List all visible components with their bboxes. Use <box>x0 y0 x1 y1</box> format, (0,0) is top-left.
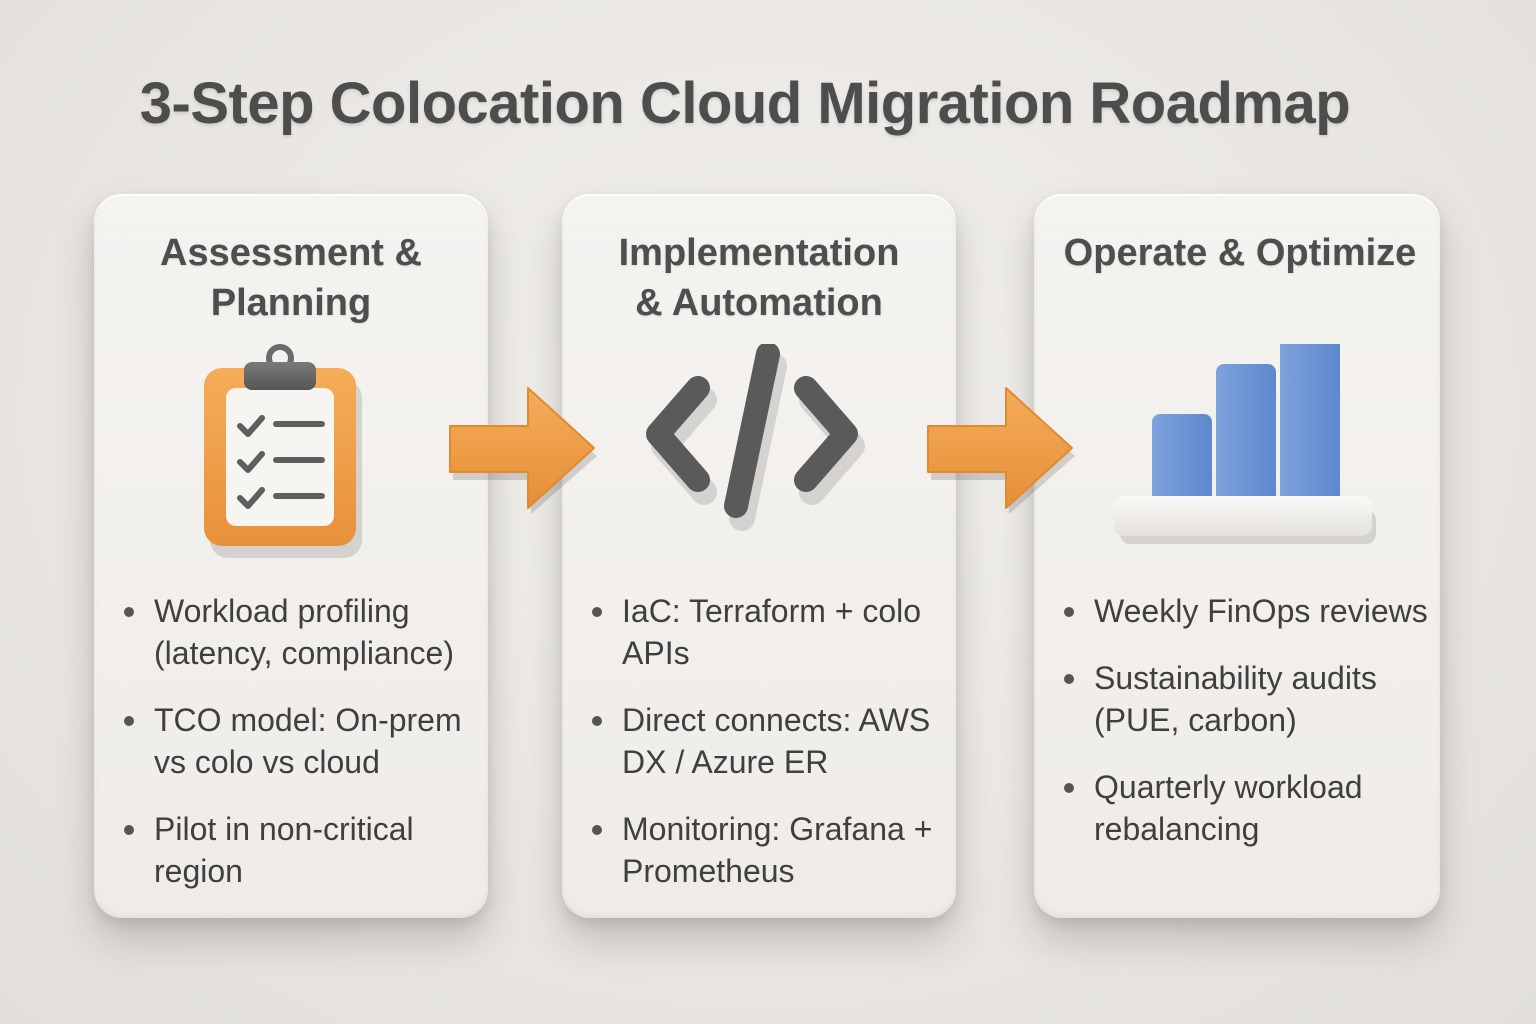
step-title: Assessment & Planning <box>160 232 422 324</box>
bar-chart-icon <box>1034 344 1440 584</box>
page-title: 3-Step Colocation Cloud Migration Roadma… <box>139 71 1351 136</box>
list-item: Workload profiling (latency, compliance) <box>124 590 478 674</box>
list-item: IaC: Terraform + colo APIs <box>592 590 946 674</box>
step-title: Implementation & Automation <box>618 232 900 324</box>
list-item: Weekly FinOps reviews <box>1064 590 1430 632</box>
clipboard-checklist-icon <box>94 344 488 584</box>
list-item: Sustainability audits (PUE, carbon) <box>1064 657 1430 741</box>
arrow-right-icon <box>444 378 604 523</box>
step-title: Operate & Optimize <box>1063 232 1417 274</box>
step-bullets: Weekly FinOps reviews Sustainability aud… <box>1064 590 1430 875</box>
list-item: Pilot in non-critical region <box>124 808 478 892</box>
step-bullets: IaC: Terraform + colo APIs Direct connec… <box>592 590 946 917</box>
step-card-operate: Operate & Optimize Weekly F <box>1034 194 1440 918</box>
list-item: Quarterly workload rebalancing <box>1064 766 1430 850</box>
list-item: Direct connects: AWS DX / Azure ER <box>592 699 946 783</box>
arrow-right-icon <box>922 378 1082 523</box>
list-item: TCO model: On-prem vs colo vs cloud <box>124 699 478 783</box>
code-brackets-icon <box>562 344 956 584</box>
step-card-implementation: Implementation & Automation IaC: Terrafo… <box>562 194 956 918</box>
step-card-assessment: Assessment & Planning <box>94 194 488 918</box>
list-item: Monitoring: Grafana + Prometheus <box>592 808 946 892</box>
step-bullets: Workload profiling (latency, compliance)… <box>124 590 478 917</box>
